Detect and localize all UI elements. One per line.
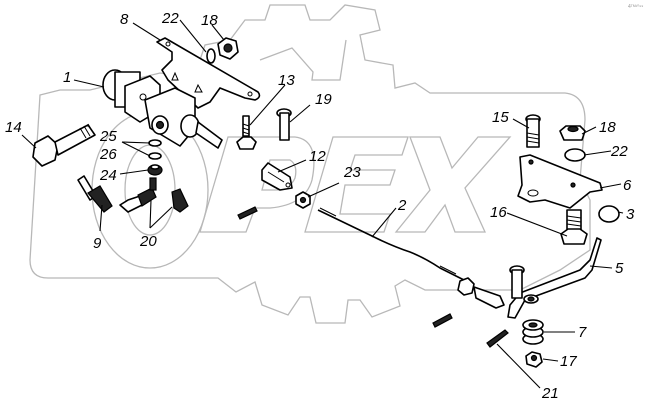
callout-14: 14 [5,119,22,136]
cotter-pin-mid [432,313,453,328]
part-16-bolt [560,209,588,245]
part-12-clevis [261,162,293,191]
callout-18-top: 18 [201,12,218,29]
part-24-nut [147,164,163,176]
part-17-nut [525,351,543,368]
callout-5: 5 [615,260,624,277]
part-21-cotter-pin [486,329,509,348]
callout-15: 15 [492,109,509,126]
part-5-lever [507,237,602,319]
part-14-bolt [32,123,96,167]
callout-20: 20 [139,233,157,250]
callout-9: 9 [93,235,102,252]
part-19-pin [276,108,292,141]
callout-21: 21 [541,385,559,402]
part-15-bolt [525,114,541,148]
watermark-gear [29,4,591,324]
part-20-fittings [119,177,189,213]
callout-1: 1 [63,69,71,86]
callout-26: 26 [99,146,117,163]
part-6-bracket [517,154,603,209]
part-18-nut [217,37,239,60]
callout-3: 3 [626,206,635,223]
part-26-washer [148,152,162,160]
callout-6: 6 [623,177,632,194]
callout-7: 7 [578,324,587,341]
callout-22-top: 22 [161,10,179,27]
callout-23: 23 [343,164,361,181]
callout-17: 17 [560,353,577,370]
callout-12: 12 [309,148,326,165]
callout-2: 2 [397,197,407,214]
part-8-bracket [156,37,261,109]
callout-25: 25 [99,128,117,145]
part-2-rod [317,207,505,309]
part-25-washer [148,139,162,147]
part-22-washer [206,48,216,64]
callout-labels: 8 22 18 1 14 13 19 25 26 24 9 20 12 23 2… [5,4,643,402]
callout-24: 24 [99,167,117,184]
corner-mark: 4ᵀᴹ¹⁰⁹⁹ [628,4,643,10]
part-13-bolt [236,115,257,150]
leader-lines [21,19,624,389]
callout-18-right: 18 [599,119,616,136]
part-9-fitting [77,175,113,213]
part-18-nut-right [559,125,586,141]
callout-19: 19 [315,91,332,108]
callout-13: 13 [278,72,295,89]
part-7-spring [522,319,544,345]
pivot-pin [509,265,525,299]
cotter-pin-left [237,206,258,220]
part-23-nut [295,191,311,209]
callout-16: 16 [490,204,507,221]
part-22-washer-right [564,148,586,162]
part-1-valve [102,69,223,149]
part-3-cap [598,205,620,223]
callout-22-right: 22 [610,143,628,160]
callout-8: 8 [120,11,129,28]
